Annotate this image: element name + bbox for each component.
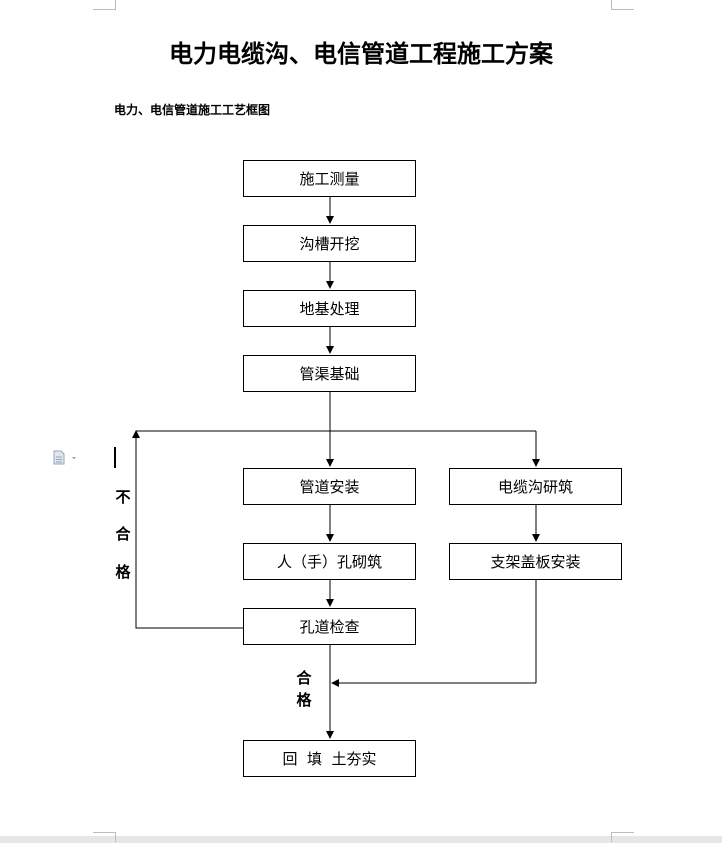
document-icon[interactable] <box>53 450 79 470</box>
page-corner-marker <box>611 832 634 842</box>
step-trench-excavation: 沟槽开挖 <box>243 225 416 262</box>
text-cursor <box>114 447 116 468</box>
step-bracket-cover-install: 支架盖板安装 <box>449 543 622 580</box>
fail-label-char: 不 <box>115 488 131 506</box>
fail-return-line <box>135 433 243 629</box>
step-backfill: 回 填 土夯实 <box>243 740 416 777</box>
step-pipe-base: 管渠基础 <box>243 355 416 392</box>
section-heading: 电力、电信管道施工工艺框图 <box>114 103 271 117</box>
step-cable-trench-build: 电缆沟研筑 <box>449 468 622 505</box>
fail-label-char: 合 <box>115 525 131 543</box>
fail-label-char: 格 <box>115 563 131 581</box>
page-corner-marker <box>93 832 116 842</box>
step-survey: 施工测量 <box>243 160 416 197</box>
pass-label-char: 合 <box>296 669 312 687</box>
pass-label-char: 格 <box>296 691 312 709</box>
document-title: 电力电缆沟、电信管道工程施工方案 <box>169 39 553 68</box>
page-corner-marker <box>611 0 634 10</box>
step-manhole-inspection: 孔道检查 <box>243 608 416 645</box>
step-manhole-masonry: 人（手）孔砌筑 <box>243 543 416 580</box>
step-pipe-install: 管道安装 <box>243 468 416 505</box>
step-foundation-treatment: 地基处理 <box>243 290 416 327</box>
page-corner-marker <box>93 0 116 10</box>
